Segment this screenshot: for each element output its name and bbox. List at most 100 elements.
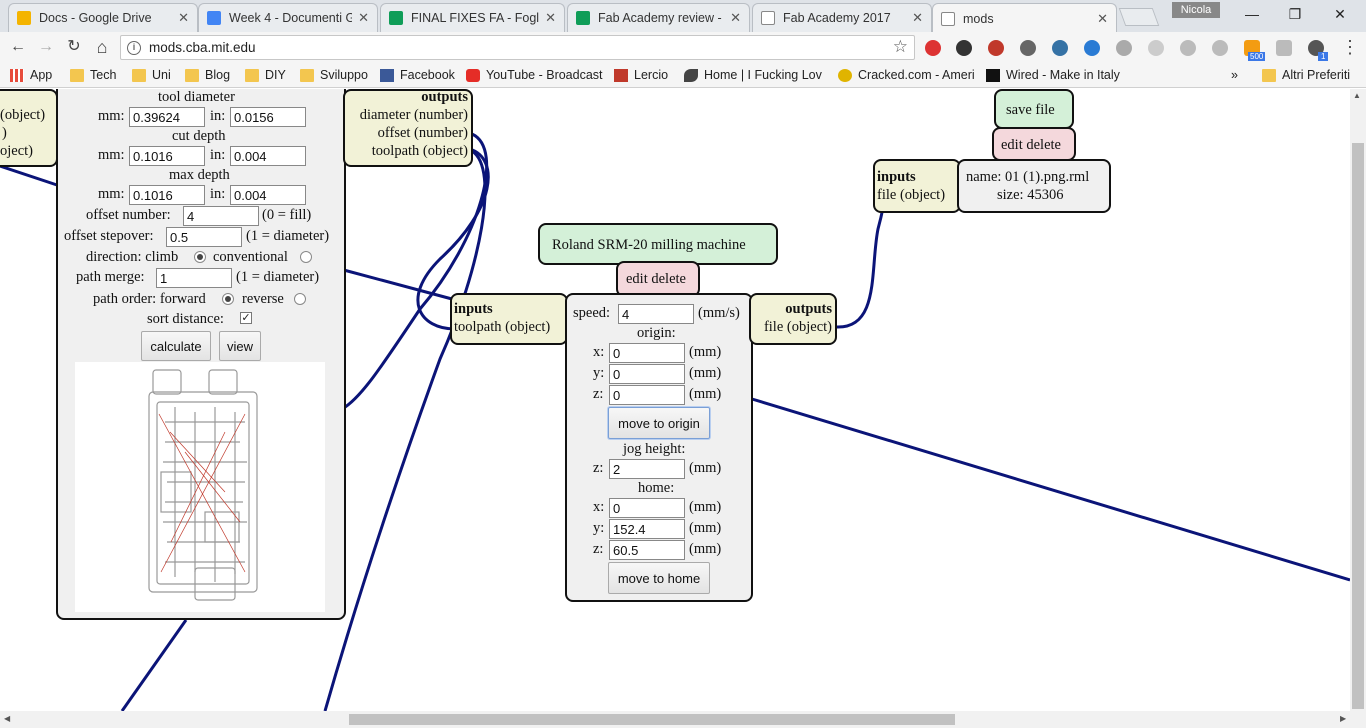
tab-final-fixes[interactable]: FINAL FIXES FA - Fogli✕ xyxy=(380,3,565,32)
maximize-button[interactable]: ❐ xyxy=(1288,6,1302,22)
speed-input[interactable] xyxy=(618,304,694,324)
vertical-scrollbar[interactable]: ▲ xyxy=(1350,89,1366,711)
bookmark-tech[interactable]: Tech xyxy=(70,67,116,83)
roland-edit-delete[interactable]: edit delete xyxy=(616,261,700,297)
save-file-edit-delete[interactable]: edit delete xyxy=(992,127,1076,161)
cut-depth-mm-input[interactable] xyxy=(129,146,205,166)
tab-fab-academy-2017[interactable]: Fab Academy 2017✕ xyxy=(752,3,932,32)
view-button[interactable]: view xyxy=(219,331,261,361)
path-order-forward-radio[interactable] xyxy=(222,293,234,305)
bookmark-diy[interactable]: DIY xyxy=(245,67,286,83)
bookmark-sviluppo[interactable]: Sviluppo xyxy=(300,67,368,83)
home-y-input[interactable] xyxy=(609,519,685,539)
cut-depth-label: cut depth xyxy=(172,128,226,144)
bookmark-cracked[interactable]: Cracked.com - Ameri xyxy=(838,67,975,83)
bookmark-star-icon[interactable]: ☆ xyxy=(892,37,908,56)
new-tab-button[interactable] xyxy=(1118,8,1160,26)
folder-icon xyxy=(1262,68,1276,82)
wire-outputs-to-save xyxy=(835,195,888,329)
origin-z-input[interactable] xyxy=(609,385,685,405)
save-file-inputs-panel: inputs file (object) xyxy=(873,159,961,213)
tool-diameter-in-input[interactable] xyxy=(230,107,306,127)
jog-height-input[interactable] xyxy=(609,459,685,479)
extension-drive-icon[interactable] xyxy=(1180,40,1196,56)
tab-mods[interactable]: mods✕ xyxy=(932,3,1117,33)
direction-climb-radio[interactable] xyxy=(194,251,206,263)
horizontal-scrollbar[interactable]: ◀ ▶ xyxy=(0,711,1366,728)
scroll-up-arrow-icon[interactable]: ▲ xyxy=(1353,91,1361,100)
offset-number-input[interactable] xyxy=(183,206,259,226)
bookmark-apps[interactable]: App xyxy=(10,67,52,83)
output-offset-port[interactable]: offset (number) xyxy=(377,125,468,141)
close-window-button[interactable]: ✕ xyxy=(1334,6,1346,22)
close-tab-icon[interactable]: ✕ xyxy=(1097,10,1108,26)
user-profile-badge[interactable]: Nicola xyxy=(1172,2,1220,18)
minimize-button[interactable]: — xyxy=(1245,6,1259,22)
bookmark-lercio[interactable]: Lercio xyxy=(614,67,668,83)
tool-diameter-mm-input[interactable] xyxy=(129,107,205,127)
origin-y-input[interactable] xyxy=(609,364,685,384)
bookmark-blog[interactable]: Blog xyxy=(185,67,230,83)
save-file-title-bar[interactable]: save file xyxy=(994,89,1074,129)
address-bar[interactable]: i mods.cba.mit.edu ☆ xyxy=(120,35,915,60)
tab-week-4[interactable]: Week 4 - Documenti G✕ xyxy=(198,3,378,32)
offset-stepover-input[interactable] xyxy=(166,227,242,247)
extension-pdf-icon[interactable] xyxy=(1276,40,1292,56)
output-diameter-port[interactable]: diameter (number) xyxy=(359,107,468,123)
bookmark-wired[interactable]: Wired - Make in Italy xyxy=(986,67,1120,83)
extension-python-icon[interactable] xyxy=(1052,40,1068,56)
close-tab-icon[interactable]: ✕ xyxy=(358,10,369,25)
tab-docs-google-drive[interactable]: Docs - Google Drive✕ xyxy=(8,3,198,32)
close-tab-icon[interactable]: ✕ xyxy=(545,10,556,25)
extension-head-icon[interactable] xyxy=(1116,40,1132,56)
adblock-icon[interactable] xyxy=(988,40,1004,56)
path-merge-input[interactable] xyxy=(156,268,232,288)
bookmark-uni[interactable]: Uni xyxy=(132,67,171,83)
bookmark-youtube[interactable]: YouTube - Broadcast xyxy=(466,67,603,83)
input-toolpath-port[interactable]: toolpath (object) xyxy=(454,319,551,335)
close-tab-icon[interactable]: ✕ xyxy=(912,10,923,25)
info-icon[interactable]: i xyxy=(127,40,141,55)
close-tab-icon[interactable]: ✕ xyxy=(730,10,741,25)
max-depth-in-input[interactable] xyxy=(230,185,306,205)
scroll-left-arrow-icon[interactable]: ◀ xyxy=(4,714,11,723)
roland-title-bar[interactable]: Roland SRM-20 milling machine xyxy=(538,223,778,265)
reload-button[interactable]: ↻ xyxy=(67,38,81,55)
move-to-home-button[interactable]: move to home xyxy=(608,562,710,594)
extension-puzzle-icon[interactable] xyxy=(1212,40,1228,56)
home-button[interactable]: ⌂ xyxy=(96,37,108,57)
max-depth-mm-input[interactable] xyxy=(129,185,205,205)
sort-distance-checkbox[interactable]: ✓ xyxy=(240,312,252,324)
extension-globe-icon[interactable] xyxy=(1084,40,1100,56)
calculate-button[interactable]: calculate xyxy=(141,331,211,361)
extension-smile-icon[interactable] xyxy=(1148,40,1164,56)
extension-virus-icon[interactable] xyxy=(925,40,941,56)
bookmarks-overflow-chevron[interactable]: » xyxy=(1231,68,1238,82)
close-tab-icon[interactable]: ✕ xyxy=(178,10,189,25)
home-x-input[interactable] xyxy=(609,498,685,518)
extension-gear-icon[interactable] xyxy=(956,40,972,56)
direction-conventional-radio[interactable] xyxy=(300,251,312,263)
toolpath-preview-image xyxy=(75,362,325,612)
facebook-icon xyxy=(380,68,394,82)
output-toolpath-port[interactable]: toolpath (object) xyxy=(371,143,468,159)
move-to-origin-button[interactable]: move to origin xyxy=(608,407,710,439)
output-file-port[interactable]: file (object) xyxy=(763,319,832,335)
mods-canvas[interactable]: (object) ) oject) tool diameter mm: in: … xyxy=(0,89,1350,711)
menu-icon[interactable]: ⋮ xyxy=(1341,37,1359,57)
cut-depth-in-input[interactable] xyxy=(230,146,306,166)
vertical-scroll-thumb[interactable] xyxy=(1352,143,1364,709)
extension-recycle-icon[interactable] xyxy=(1020,40,1036,56)
forward-button[interactable]: → xyxy=(38,38,54,55)
tab-fab-academy-review[interactable]: Fab Academy review - F✕ xyxy=(567,3,750,32)
horizontal-scroll-thumb[interactable] xyxy=(349,714,955,725)
input-file-port[interactable]: file (object) xyxy=(877,187,946,203)
back-button[interactable]: ← xyxy=(10,38,26,55)
bookmark-facebook[interactable]: Facebook xyxy=(380,67,455,83)
bookmark-iflscience[interactable]: Home | I Fucking Lov xyxy=(684,67,822,83)
home-z-input[interactable] xyxy=(609,540,685,560)
origin-x-input[interactable] xyxy=(609,343,685,363)
bookmark-altri-preferiti[interactable]: Altri Preferiti xyxy=(1262,67,1350,83)
path-order-reverse-radio[interactable] xyxy=(294,293,306,305)
scroll-right-arrow-icon[interactable]: ▶ xyxy=(1340,714,1347,723)
